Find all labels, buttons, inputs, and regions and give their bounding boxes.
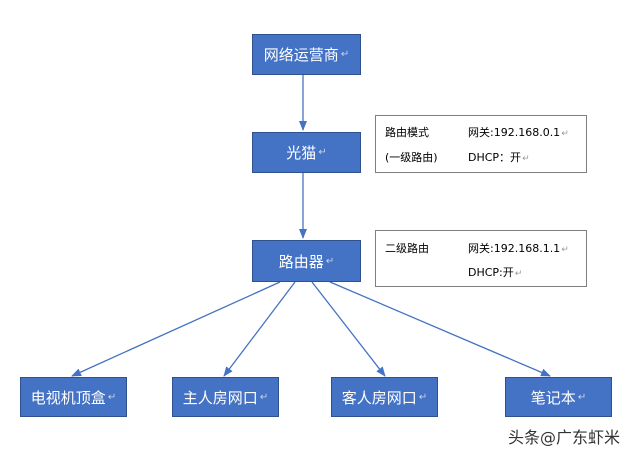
return-mark: ↵ — [522, 154, 530, 164]
edge-router-to-stb — [71, 281, 281, 377]
node-guest-room-label: 客人房网口 — [341, 388, 417, 407]
return-mark: ↵ — [561, 245, 569, 255]
modem-mode: 路由模式 — [385, 126, 429, 139]
modem-gateway: 网关:192.168.0.1 — [468, 126, 561, 139]
node-master-room-label: 主人房网口 — [182, 388, 258, 407]
router-gateway-line: 网关:192.168.1.1↵ — [468, 240, 569, 256]
modem-dhcp: DHCP：开 — [468, 151, 522, 164]
return-mark: ↵ — [577, 391, 587, 403]
edge-router-to-master-room — [223, 281, 296, 377]
router-level: 二级路由 — [385, 242, 429, 255]
modem-dhcp-line: DHCP：开↵ — [468, 149, 530, 165]
node-router: 路由器↵ — [252, 240, 361, 282]
return-mark: ↵ — [514, 269, 523, 279]
return-mark: ↵ — [318, 147, 327, 158]
edge-router-to-laptop — [329, 281, 551, 377]
node-stb-label: 电视机顶盒 — [30, 388, 106, 407]
watermark: 头条@广东虾米 — [508, 428, 621, 447]
modem-info-box: 路由模式 (一级路由) 网关:192.168.0.1↵ DHCP：开↵ — [375, 115, 587, 173]
node-isp: 网络运营商↵ — [252, 34, 361, 75]
modem-gateway-line: 网关:192.168.0.1↵ — [468, 124, 569, 140]
node-router-label: 路由器 — [278, 252, 324, 271]
node-laptop: 笔记本↵ — [505, 377, 612, 417]
modem-level: (一级路由) — [385, 151, 438, 164]
node-laptop-label: 笔记本 — [530, 388, 576, 407]
return-mark: ↵ — [418, 391, 428, 403]
router-info-box: 二级路由 网关:192.168.1.1↵ DHCP:开↵ — [375, 230, 587, 287]
return-mark: ↵ — [340, 49, 350, 60]
node-stb: 电视机顶盒↵ — [20, 377, 127, 417]
return-mark: ↵ — [561, 129, 569, 139]
router-dhcp-line: DHCP:开↵ — [468, 264, 522, 280]
node-guest-room: 客人房网口↵ — [331, 377, 438, 417]
router-gateway: 网关:192.168.1.1 — [468, 242, 561, 255]
return-mark: ↵ — [107, 391, 117, 403]
node-modem: 光猫↵ — [252, 132, 361, 173]
return-mark: ↵ — [325, 255, 335, 267]
edge-router-to-guest-room — [311, 281, 386, 377]
return-mark: ↵ — [259, 391, 269, 403]
node-isp-label: 网络运营商 — [263, 46, 339, 64]
node-modem-label: 光猫 — [286, 144, 317, 162]
router-dhcp: DHCP:开 — [468, 266, 514, 279]
node-master-room: 主人房网口↵ — [172, 377, 279, 417]
